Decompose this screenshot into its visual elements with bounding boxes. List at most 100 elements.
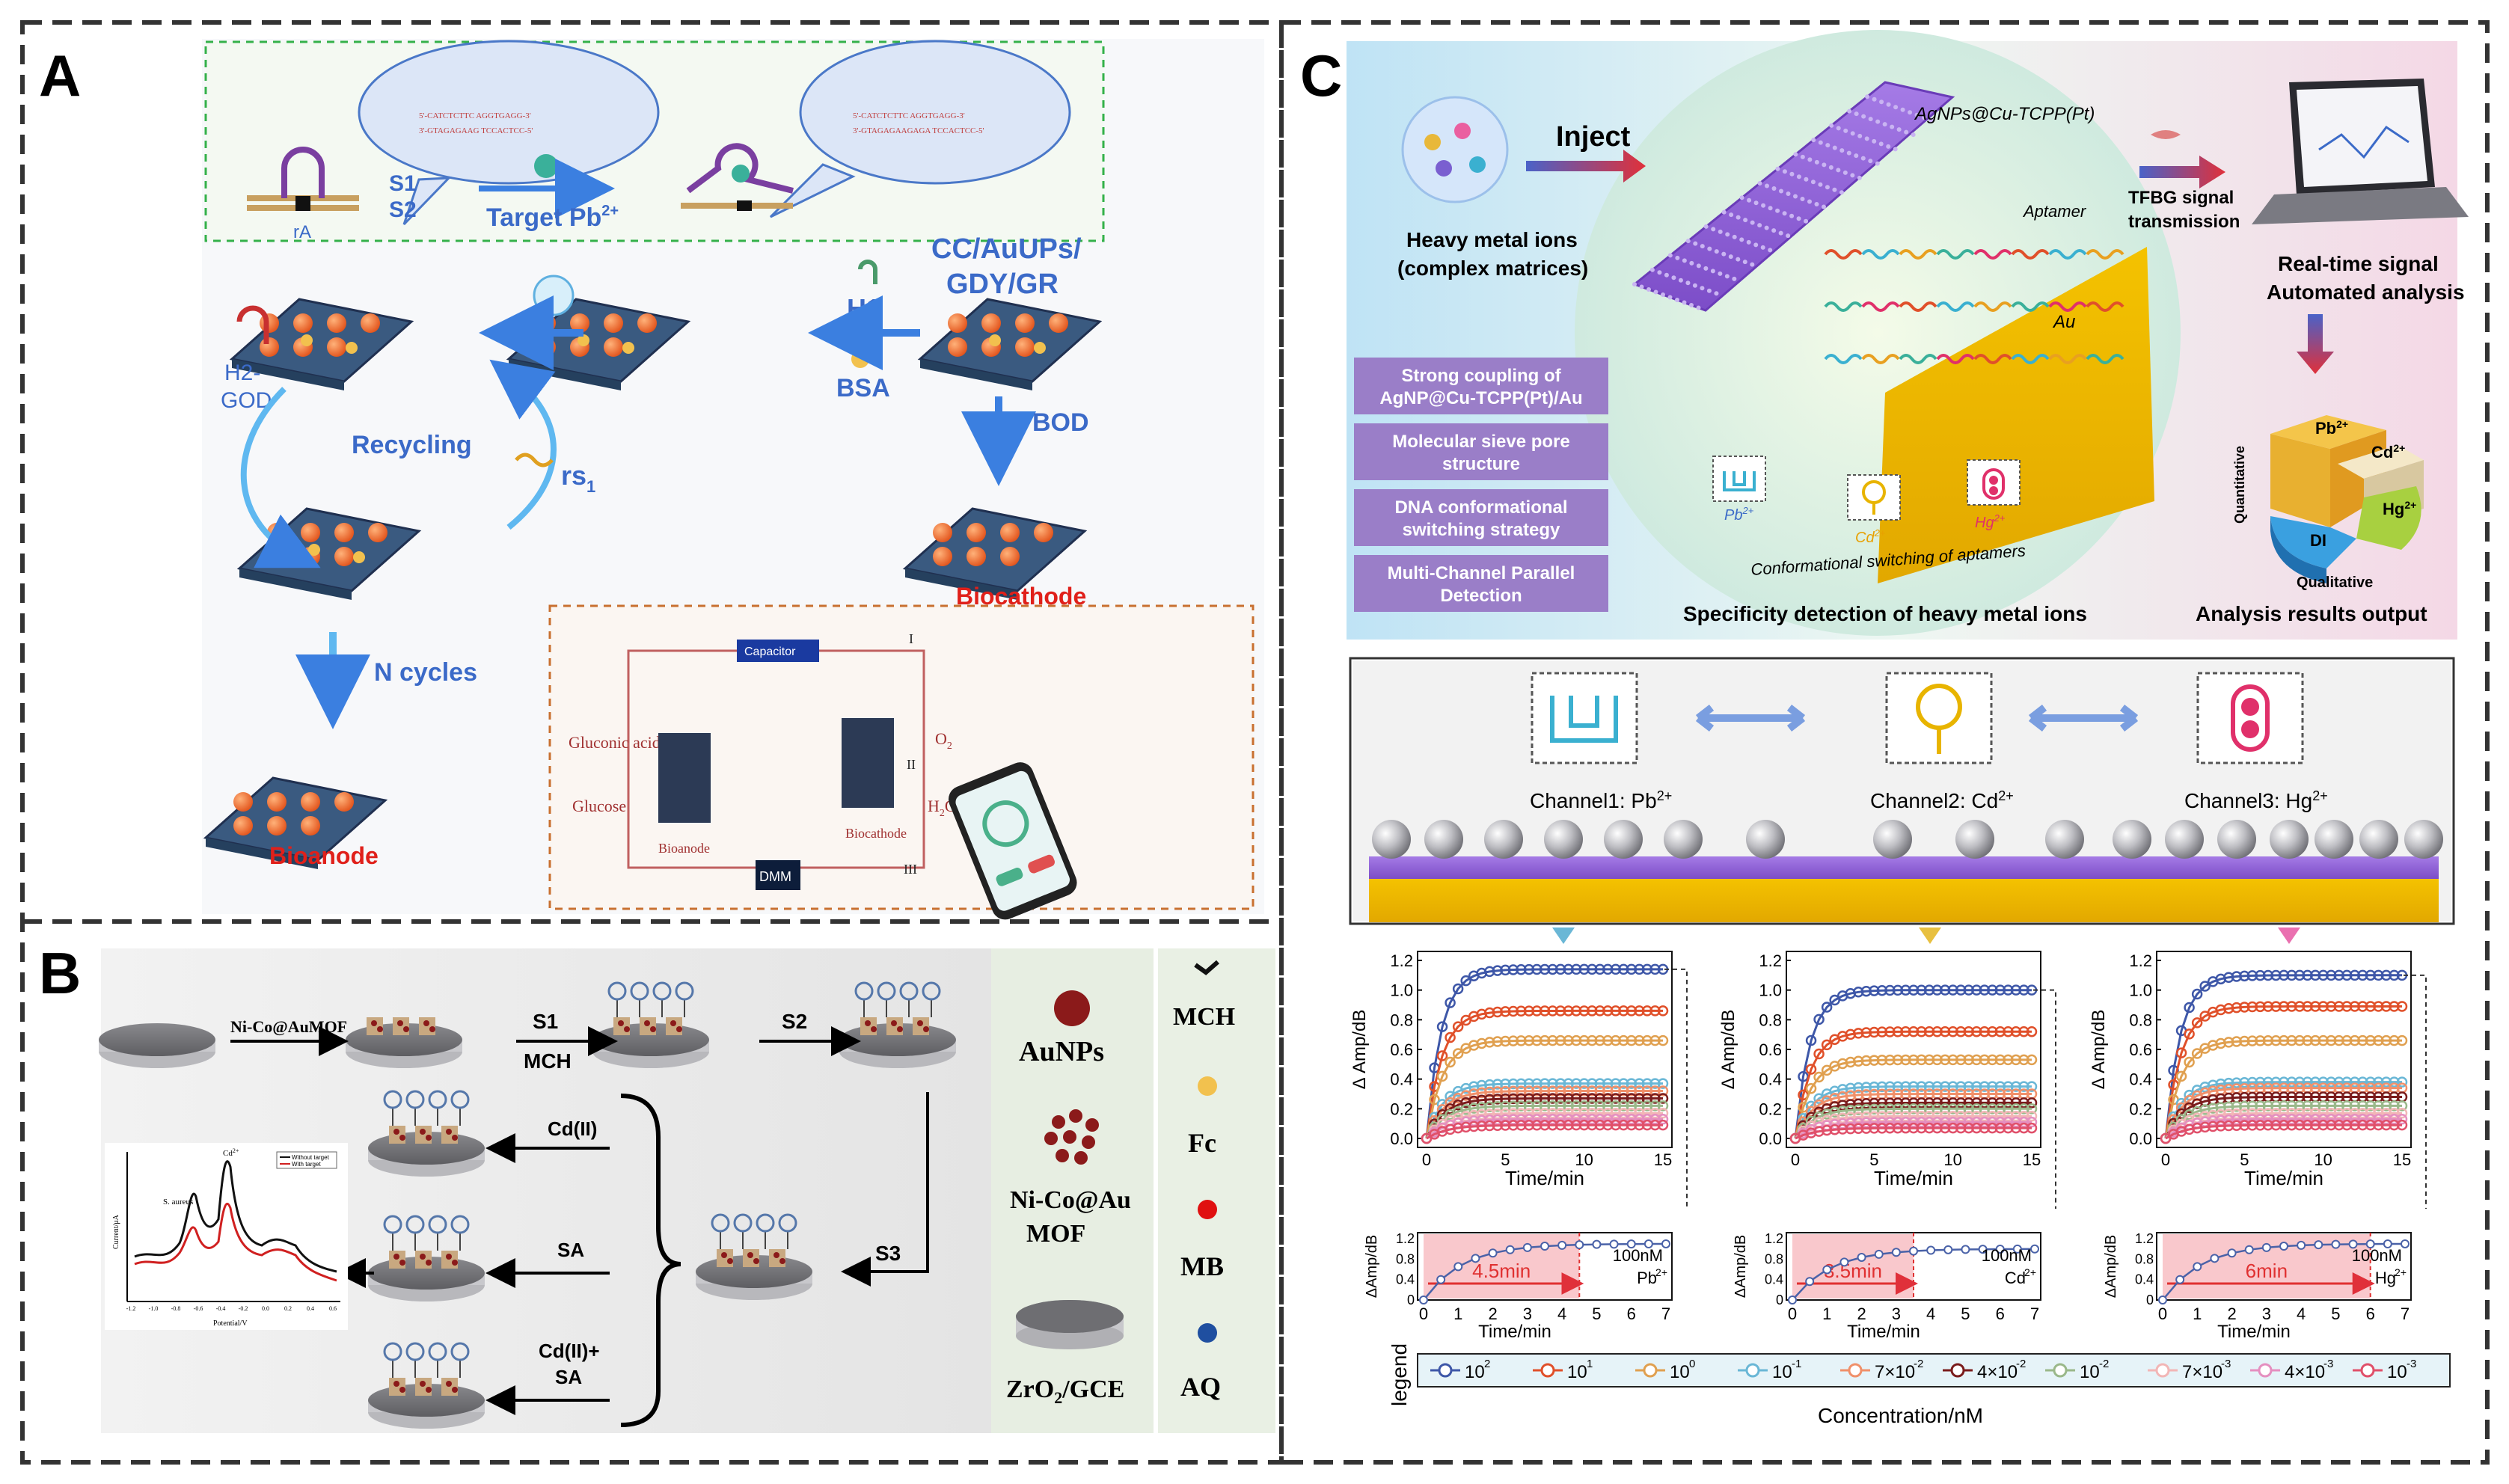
mof-label-1: Ni-Co@Au — [1010, 1186, 1131, 1214]
data-point — [1626, 963, 1638, 975]
data-point — [1892, 1103, 1904, 1114]
inset-point — [1488, 1248, 1498, 1258]
data-point — [1492, 1120, 1504, 1131]
data-point — [1955, 1025, 1967, 1037]
aptamer-strand — [1861, 354, 1900, 364]
electrode-disc — [592, 981, 709, 1068]
recycle-arrow-right — [489, 359, 557, 530]
aq-swatch — [1198, 1323, 1217, 1343]
data-point — [2373, 1100, 2384, 1112]
data-point — [1570, 1113, 1582, 1125]
data-point — [2309, 1108, 2321, 1119]
data-point — [1626, 1078, 1638, 1089]
data-point — [1923, 984, 1935, 996]
y-tick-label: 0.8 — [1759, 1011, 1782, 1029]
heavy-label-2: (complex matrices) — [1397, 257, 1588, 280]
data-point — [1813, 1014, 1825, 1025]
data-point — [1570, 963, 1582, 975]
data-point — [1594, 1005, 1605, 1017]
data-point — [1500, 1006, 1511, 1017]
series-line — [1425, 1104, 1663, 1139]
legend-label: 4×10 — [2285, 1362, 2325, 1382]
data-point — [1547, 1085, 1558, 1097]
feature-box — [1354, 423, 1608, 480]
data-point — [2207, 1103, 2219, 1114]
data-point — [1860, 1082, 1872, 1093]
data-point — [2294, 1113, 2306, 1125]
inset-point — [2401, 1239, 2410, 1248]
data-point — [1578, 1108, 1590, 1119]
inset-point — [2331, 1239, 2341, 1249]
circuit-biocathode: Biocathode — [845, 826, 907, 841]
data-point — [2349, 1119, 2361, 1131]
data-point — [2003, 1054, 2014, 1066]
data-point — [1531, 1093, 1543, 1104]
data-point — [1531, 1119, 1543, 1131]
inset-x-label: Time/min — [1478, 1322, 1551, 1342]
data-point — [2302, 1108, 2313, 1119]
data-point — [2246, 1120, 2258, 1131]
data-point — [2270, 1034, 2282, 1046]
x-axis-label: Time/min — [2244, 1167, 2323, 1189]
data-point — [1931, 1025, 1943, 1037]
silver-sphere — [1664, 820, 1703, 859]
data-point — [1971, 1111, 1982, 1122]
x-axis-label: Time/min — [1505, 1167, 1584, 1189]
data-point — [2246, 1076, 2258, 1088]
data-point — [1947, 1025, 1958, 1037]
inset-x-tick: 2 — [1857, 1304, 1866, 1323]
x-tick-label: 10 — [2314, 1150, 2332, 1169]
data-point — [1476, 1102, 1487, 1113]
data-point — [2396, 1001, 2408, 1012]
bod-label: BOD — [1032, 408, 1089, 437]
data-point — [1892, 1117, 1904, 1128]
x-axis-label: Time/min — [1874, 1167, 1953, 1189]
data-point — [1955, 1081, 1967, 1092]
data-point — [2270, 1076, 2282, 1088]
data-point — [1971, 984, 1982, 996]
data-point — [1908, 1116, 1920, 1128]
inset-point — [1805, 1277, 1815, 1287]
data-point — [2184, 1028, 2195, 1040]
data-point — [2026, 1025, 2038, 1037]
data-point — [1547, 1034, 1558, 1046]
legend-exponent: 0 — [1689, 1358, 1695, 1370]
data-point — [2365, 1113, 2377, 1125]
data-point — [1649, 1093, 1661, 1104]
data-point — [2018, 1081, 2029, 1092]
inset-point — [1436, 1275, 1446, 1284]
data-point — [1931, 1054, 1943, 1066]
data-point — [1516, 1093, 1527, 1104]
inset-x-label: Time/min — [1847, 1322, 1920, 1342]
electrode-discs — [99, 981, 956, 1429]
data-point — [2010, 1081, 2022, 1092]
data-point — [2294, 1034, 2306, 1046]
aptamer-strand — [2086, 354, 2124, 364]
data-point — [1876, 1055, 1888, 1066]
data-point — [1876, 1081, 1888, 1093]
data-point — [2231, 1077, 2243, 1088]
feature-box — [1354, 358, 1608, 414]
data-point — [1947, 1081, 1958, 1092]
data-point — [1860, 1111, 1872, 1123]
data-point — [2223, 1114, 2234, 1126]
data-point — [2010, 1025, 2022, 1037]
data-point — [1570, 1108, 1582, 1119]
data-point — [2317, 1113, 2329, 1125]
x-tick-label: 15 — [2393, 1150, 2411, 1169]
inset-x-tick: 2 — [2227, 1304, 2236, 1323]
data-point — [2302, 1100, 2313, 1112]
data-series — [1421, 1119, 1669, 1144]
inset-x-tick: 5 — [1961, 1304, 1970, 1323]
data-point — [1987, 1103, 1998, 1114]
data-point — [1602, 1108, 1614, 1119]
legend-with: With target — [292, 1161, 321, 1168]
data-point — [1979, 1103, 1991, 1114]
data-point — [2215, 1114, 2226, 1126]
data-point — [1931, 1081, 1943, 1092]
feature-text: switching strategy — [1403, 520, 1560, 540]
data-point — [1805, 1082, 1817, 1094]
legend-exponent: -1 — [1792, 1358, 1801, 1370]
